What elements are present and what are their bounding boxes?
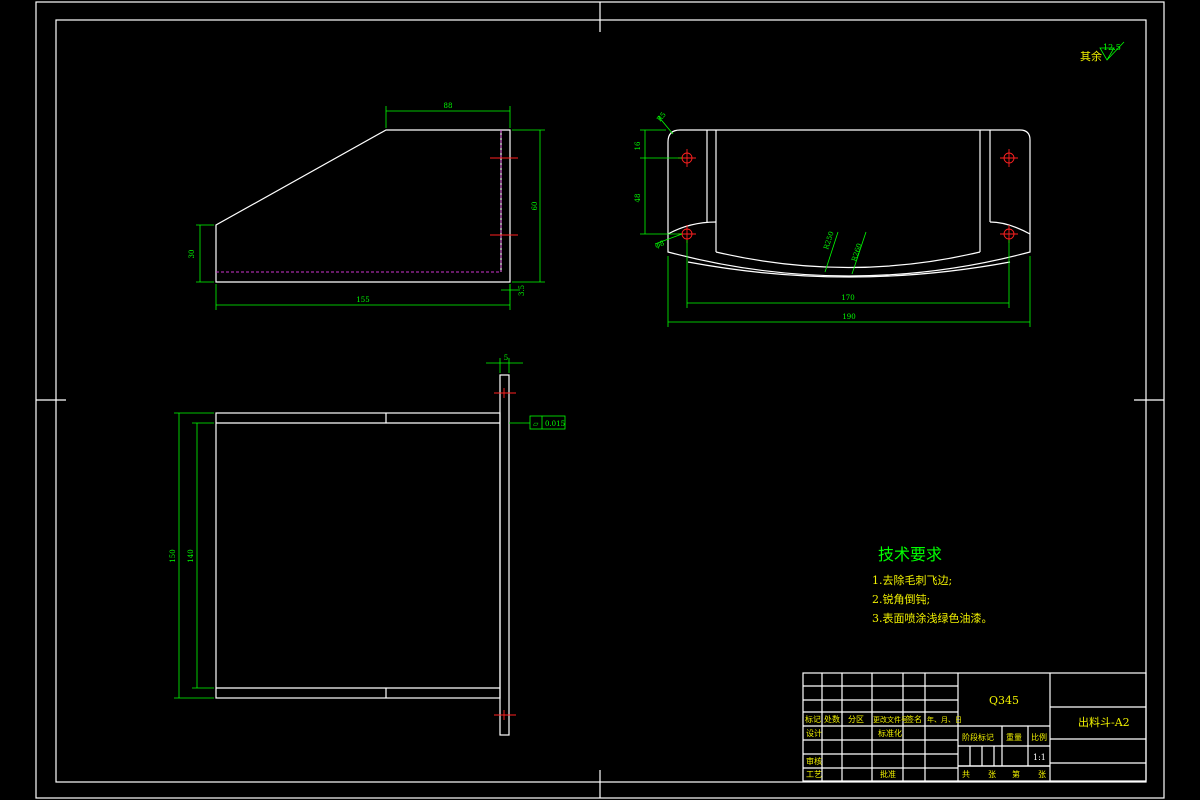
title-material: Q345 — [989, 694, 1019, 707]
tb-header-5: 年、月、日 — [927, 715, 962, 724]
tb-header-2: 分区 — [848, 715, 864, 724]
dim-top-inner-height: 140 — [187, 549, 195, 562]
tb-weight: 重量 — [1006, 732, 1022, 742]
tb-ratio: 比例 — [1031, 732, 1047, 742]
technical-requirements: 技术要求 1.去除毛刺飞边; 2.锐角倒钝; 3.表面喷涂浅绿色油漆。 — [872, 545, 993, 625]
dim-top-thickness: 5 — [504, 354, 508, 362]
tb-standardize: 标准化 — [878, 728, 902, 738]
surface-finish-ra: 12.5 — [1103, 43, 1121, 52]
tb-header-3: 更改文件号 — [873, 715, 908, 724]
front-view: 16 48 R5 φ8 R250 R260 170 190 — [634, 111, 1031, 327]
top-view: 5 ⏥ 0.015 150 140 — [169, 354, 566, 736]
tb-sheet-no-label: 第 — [1012, 769, 1020, 779]
dim-front-overall-width: 190 — [842, 313, 855, 321]
tb-header-4: 签名 — [906, 714, 922, 724]
surface-finish-label: 其余 — [1080, 49, 1102, 63]
tb-approve: 批准 — [880, 769, 896, 779]
dim-side-height: 60 — [531, 202, 539, 211]
flatness-value: 0.015 — [545, 420, 565, 428]
tech-requirement-1: 1.去除毛刺飞边; — [872, 573, 952, 587]
tb-review: 审核 — [806, 756, 822, 766]
tb-sheets-total-label: 共 — [962, 770, 970, 779]
tb-scale: 1:1 — [1033, 753, 1046, 762]
tb-stage-mark: 阶段标记 — [962, 732, 994, 742]
tb-sheet-no-unit: 张 — [1038, 770, 1046, 779]
dim-side-thickness: 3.5 — [518, 285, 526, 296]
dim-side-left-height: 30 — [188, 250, 196, 259]
dim-front-top-offset: 16 — [634, 141, 642, 150]
tb-header-1: 处数 — [824, 714, 840, 724]
tb-design: 设计 — [806, 728, 822, 738]
dim-front-hole-span: 170 — [841, 294, 854, 302]
side-view: 88 60 30 155 3.5 — [188, 102, 545, 310]
flatness-symbol: ⏥ — [533, 420, 539, 428]
title-block: Q345 出料斗-A2 标记 处数 分区 更改文件号 签名 年、月、日 设计 标… — [802, 672, 1147, 782]
tb-header-0: 标记 — [805, 714, 821, 724]
dim-front-hole-dia: φ8 — [654, 239, 666, 250]
tb-process: 工艺 — [806, 770, 822, 779]
tech-requirement-2: 2.锐角倒钝; — [872, 592, 930, 606]
surface-finish-note: 其余 12.5 — [1080, 41, 1125, 63]
tech-requirements-title: 技术要求 — [878, 545, 942, 564]
dim-side-top-width: 88 — [444, 102, 453, 110]
tech-requirement-3: 3.表面喷涂浅绿色油漆。 — [872, 611, 993, 625]
tb-sheets-total-unit: 张 — [988, 770, 996, 779]
dim-top-outer-height: 150 — [169, 549, 177, 562]
dim-front-hole-spacing: 48 — [634, 194, 642, 203]
sheet-frame — [35, 1, 1165, 799]
dim-side-bottom-length: 155 — [356, 296, 369, 304]
title-drawing-name: 出料斗-A2 — [1078, 715, 1130, 729]
